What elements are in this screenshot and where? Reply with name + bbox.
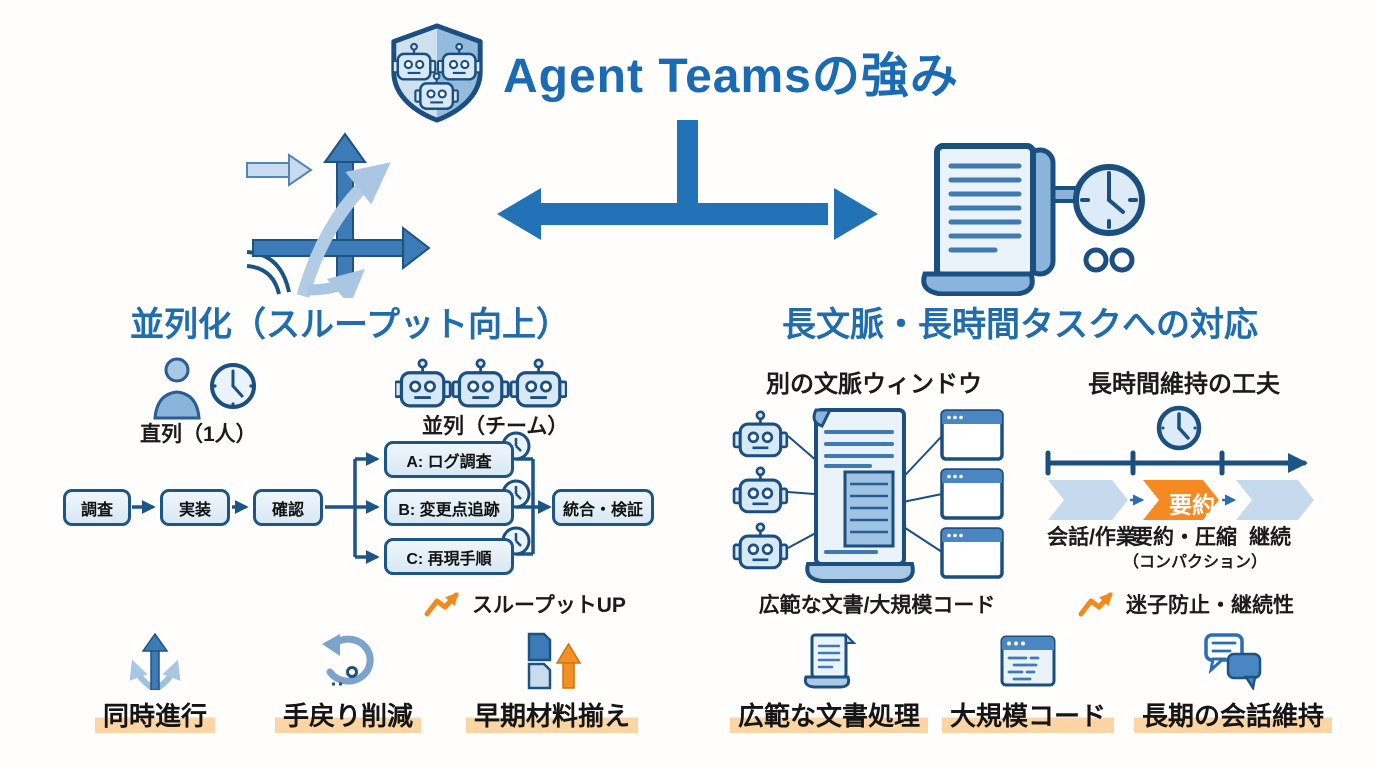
robot-icon bbox=[732, 522, 789, 570]
context-windows-diagram bbox=[732, 408, 1004, 583]
page-title: Agent Teamsの強み bbox=[503, 50, 959, 103]
trend-up-icon bbox=[1078, 592, 1113, 617]
long-duration-heading: 長時間維持の工夫 bbox=[1088, 371, 1280, 398]
phase-chevron-continue bbox=[1236, 480, 1314, 520]
parallel-label: 並列（チーム） bbox=[422, 415, 569, 438]
timeline-axis bbox=[1045, 450, 1308, 476]
benefit-item: 大規模コード bbox=[908, 632, 1148, 733]
split-arrow-icon bbox=[497, 120, 878, 240]
benefit-label: 同時進行 bbox=[94, 696, 215, 733]
left-benefit: スループットUP bbox=[424, 589, 626, 619]
robot-team-icon bbox=[395, 358, 567, 408]
flow-branch-b: B: 変更点追跡 bbox=[384, 489, 514, 526]
trend-up-icon bbox=[424, 592, 459, 617]
summary-chevron-label: 要約 bbox=[1169, 492, 1215, 518]
documents-up-icon bbox=[527, 632, 582, 690]
right-benefit: 迷子防止・継続性 bbox=[1078, 589, 1294, 619]
undo-arrow-icon bbox=[322, 634, 374, 686]
branch-arrows-icon bbox=[129, 632, 181, 690]
phase-chevron-work bbox=[1048, 480, 1128, 520]
branching-paths-icon bbox=[246, 132, 430, 298]
flow-step-1: 調査 bbox=[63, 489, 131, 526]
compaction-note: （コンパクション） bbox=[1123, 554, 1268, 571]
flow-step-3: 確認 bbox=[253, 489, 323, 526]
throughput-benefit-label: スループットUP bbox=[472, 594, 626, 617]
timeline-label-1: 会話/作業 bbox=[1047, 526, 1137, 549]
benefit-label: 手戻り削減 bbox=[274, 696, 421, 733]
browser-windows bbox=[940, 409, 1004, 579]
benefit-item: 手戻り削減 bbox=[228, 632, 468, 733]
benefit-label: 早期材料揃え bbox=[465, 696, 638, 733]
right-section-heading: 長文脈・長時間タスクへの対応 bbox=[782, 306, 1258, 344]
flow-merge: 統合・検証 bbox=[552, 489, 654, 526]
benefit-label: 長期の会話維持 bbox=[1133, 696, 1332, 733]
benefit-label: 広範な文書処理 bbox=[729, 696, 928, 733]
benefit-item: 広範な文書処理 bbox=[709, 632, 949, 733]
benefit-label: 大規模コード bbox=[941, 696, 1114, 733]
long-scroll-clock-icon bbox=[921, 143, 1145, 296]
phase-chevron-summary bbox=[1143, 480, 1219, 520]
benefit-item: 同時進行 bbox=[35, 632, 275, 733]
chat-bubbles-icon bbox=[1204, 633, 1262, 690]
context-caption: 広範な文書/大規模コード bbox=[758, 594, 996, 617]
timeline-label-3: 継続 bbox=[1249, 526, 1291, 549]
flow-branch-c: C: 再現手順 bbox=[384, 538, 514, 575]
shield-robots-icon bbox=[391, 23, 483, 123]
robot-icon bbox=[732, 410, 789, 458]
continuity-benefit-label: 迷子防止・継続性 bbox=[1126, 594, 1294, 617]
timeline-diagram bbox=[1045, 405, 1314, 520]
scroll-document bbox=[805, 408, 915, 583]
flow-branch-a: A: ログ調査 bbox=[384, 441, 514, 478]
person-clock-icon bbox=[153, 357, 256, 420]
scroll-document-icon bbox=[803, 632, 857, 689]
serial-label: 直列（1人） bbox=[140, 423, 257, 446]
left-section-heading: 並列化（スループット向上） bbox=[130, 306, 570, 344]
robot-icon bbox=[732, 466, 789, 514]
code-window-icon bbox=[1000, 635, 1056, 687]
benefit-item: 長期の会話維持 bbox=[1113, 632, 1353, 733]
flow-step-2: 実装 bbox=[160, 489, 230, 526]
benefit-item: 早期材料揃え bbox=[432, 632, 672, 733]
timeline-label-2: 要約・圧縮 bbox=[1132, 526, 1237, 549]
context-windows-heading: 別の文脈ウィンドウ bbox=[766, 371, 982, 398]
